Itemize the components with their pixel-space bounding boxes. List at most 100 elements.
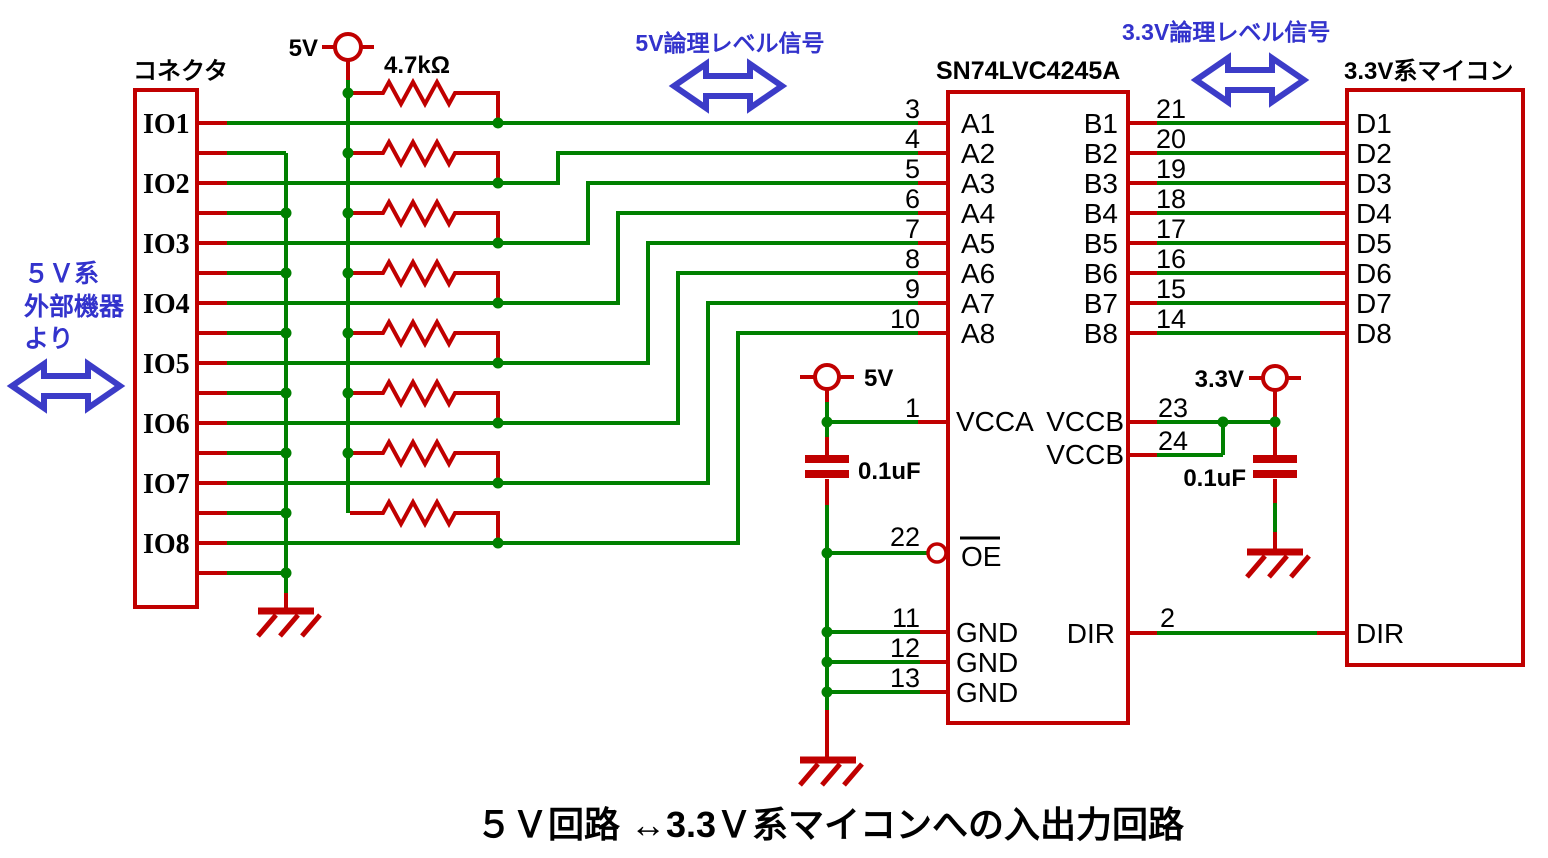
pullup-resistors [350, 77, 500, 543]
source-annotation-line1: ５Ｖ系 [24, 260, 99, 288]
page-title: ５Ｖ回路 ↔3.3Ｖ系マイコンへの入出力回路 [476, 804, 1185, 845]
ic-pin-name: GND [956, 677, 1018, 708]
pin-number: 4 [905, 124, 920, 154]
mcu-pin-name: D2 [1356, 138, 1392, 169]
pin-number: 9 [905, 274, 920, 304]
ic-pin-name: B6 [1084, 258, 1118, 289]
signal-wires-green [227, 80, 1320, 710]
component-boxes [133, 88, 1525, 725]
supply-5v-pullup-symbol [333, 32, 363, 62]
cap-vccb-plate [1253, 470, 1297, 478]
pin-number: 20 [1156, 124, 1186, 154]
pin-number: 14 [1156, 304, 1186, 334]
pin-number: 21 [1156, 94, 1186, 124]
ic-pin-name: A5 [961, 228, 995, 259]
vcca-supply-label: 5V [864, 365, 893, 392]
ic-pin-name: B7 [1084, 288, 1118, 319]
pin-number: 15 [1156, 274, 1186, 304]
vccb-supply-label: 3.3V [1195, 366, 1244, 393]
mcu-pin-name: D5 [1356, 228, 1392, 259]
source-annotation-line2: 外部機器 [24, 292, 125, 321]
connector-pin-label: IO6 [143, 409, 190, 440]
annotation-arrows [6, 52, 1310, 414]
pin-number: 18 [1156, 184, 1186, 214]
connector-pin-label: IO2 [143, 169, 190, 200]
ic-pin-name: A3 [961, 168, 995, 199]
ic-pin-name: VCCB [1046, 406, 1124, 437]
pin-number: 17 [1156, 214, 1186, 244]
pin-number: 12 [890, 633, 920, 663]
ic-pin-name: A2 [961, 138, 995, 169]
mcu-pin-name: D8 [1356, 318, 1392, 349]
ic-pin-name: VCCB [1046, 439, 1124, 470]
mcu-pin-name: DIR [1356, 618, 1404, 649]
connector-pin-label: IO1 [143, 109, 190, 140]
level-shifter-ic-box [946, 90, 1130, 725]
ic-pin-name: GND [956, 617, 1018, 648]
pin-number: 1 [905, 393, 920, 423]
ic-pin-name: B5 [1084, 228, 1118, 259]
ic-pin-name: B4 [1084, 198, 1118, 229]
pin-number: 6 [905, 184, 920, 214]
ic-pin-name: GND [956, 647, 1018, 678]
pin-number: 5 [905, 154, 920, 184]
mcu-box [1345, 88, 1525, 667]
signal-5v-annotation: 5V論理レベル信号 [635, 30, 824, 56]
ic-pin-name: A1 [961, 108, 995, 139]
pullup-supply-label: 5V [289, 35, 318, 62]
bidirectional-arrow-5v [668, 58, 788, 114]
cap-vccb-plate [1253, 455, 1297, 463]
mcu-pin-name: D4 [1356, 198, 1392, 229]
ic-pin-name: B2 [1084, 138, 1118, 169]
pin-number: 2 [1160, 603, 1175, 633]
ic-pin-name: B8 [1084, 318, 1118, 349]
ic-pin-name: B3 [1084, 168, 1118, 199]
ic-pin-name: A6 [961, 258, 995, 289]
mcu-pin-name: D7 [1356, 288, 1392, 319]
ground-connector [256, 607, 322, 638]
pin-number: 16 [1156, 244, 1186, 274]
pin-number: 13 [890, 663, 920, 693]
pin-number: 10 [890, 304, 920, 334]
pin-number: 7 [905, 214, 920, 244]
pin-number: 11 [892, 603, 920, 633]
connector-pin-label: IO5 [143, 349, 190, 380]
mcu-pin-name: D3 [1356, 168, 1392, 199]
supply-3v3-vccb-symbol [1261, 364, 1289, 392]
connector-pin-label: IO3 [143, 229, 190, 260]
bidirectional-arrow-left [6, 358, 126, 414]
oe-inverter-bubble [926, 542, 948, 564]
pin-number: 23 [1158, 393, 1188, 423]
connector-box [133, 88, 199, 609]
mcu-label: 3.3V系マイコン [1344, 58, 1513, 85]
cap-vcca-plate [805, 455, 849, 463]
ic-pin-name: A8 [961, 318, 995, 349]
ic-pin-name: A7 [961, 288, 995, 319]
vccb-cap-value: 0.1uF [1183, 465, 1246, 492]
connector-pin-label: IO8 [143, 529, 190, 560]
connector-pin-label: IO7 [143, 469, 190, 500]
mcu-pin-name: D1 [1356, 108, 1392, 139]
connector-label: コネクタ [133, 58, 228, 85]
ic-pin-name-oe: OE [961, 541, 1001, 572]
signal-3v3-annotation: 3.3V論理レベル信号 [1122, 19, 1330, 45]
decoupling-capacitors [805, 455, 1297, 478]
ic-pin-name: B1 [1084, 108, 1118, 139]
source-annotation-line3: より [24, 325, 74, 353]
cap-vcca-plate [805, 470, 849, 478]
ground-symbols [256, 548, 1311, 787]
ground-vccb [1245, 548, 1311, 579]
pin-number: 19 [1156, 154, 1186, 184]
junction-dots [280, 87, 1281, 698]
ic-pin-name: A4 [961, 198, 995, 229]
pin-number: 3 [905, 94, 920, 124]
pullup-resistance-label: 4.7kΩ [384, 52, 450, 79]
ic-pin-name: VCCA [956, 406, 1034, 437]
supply-5v-vcca-symbol [813, 363, 841, 391]
power-symbols [333, 32, 1289, 392]
ic-pin-name: DIR [1067, 618, 1115, 649]
vcca-cap-value: 0.1uF [858, 458, 921, 485]
bidirectional-arrow-3v3 [1190, 52, 1310, 108]
